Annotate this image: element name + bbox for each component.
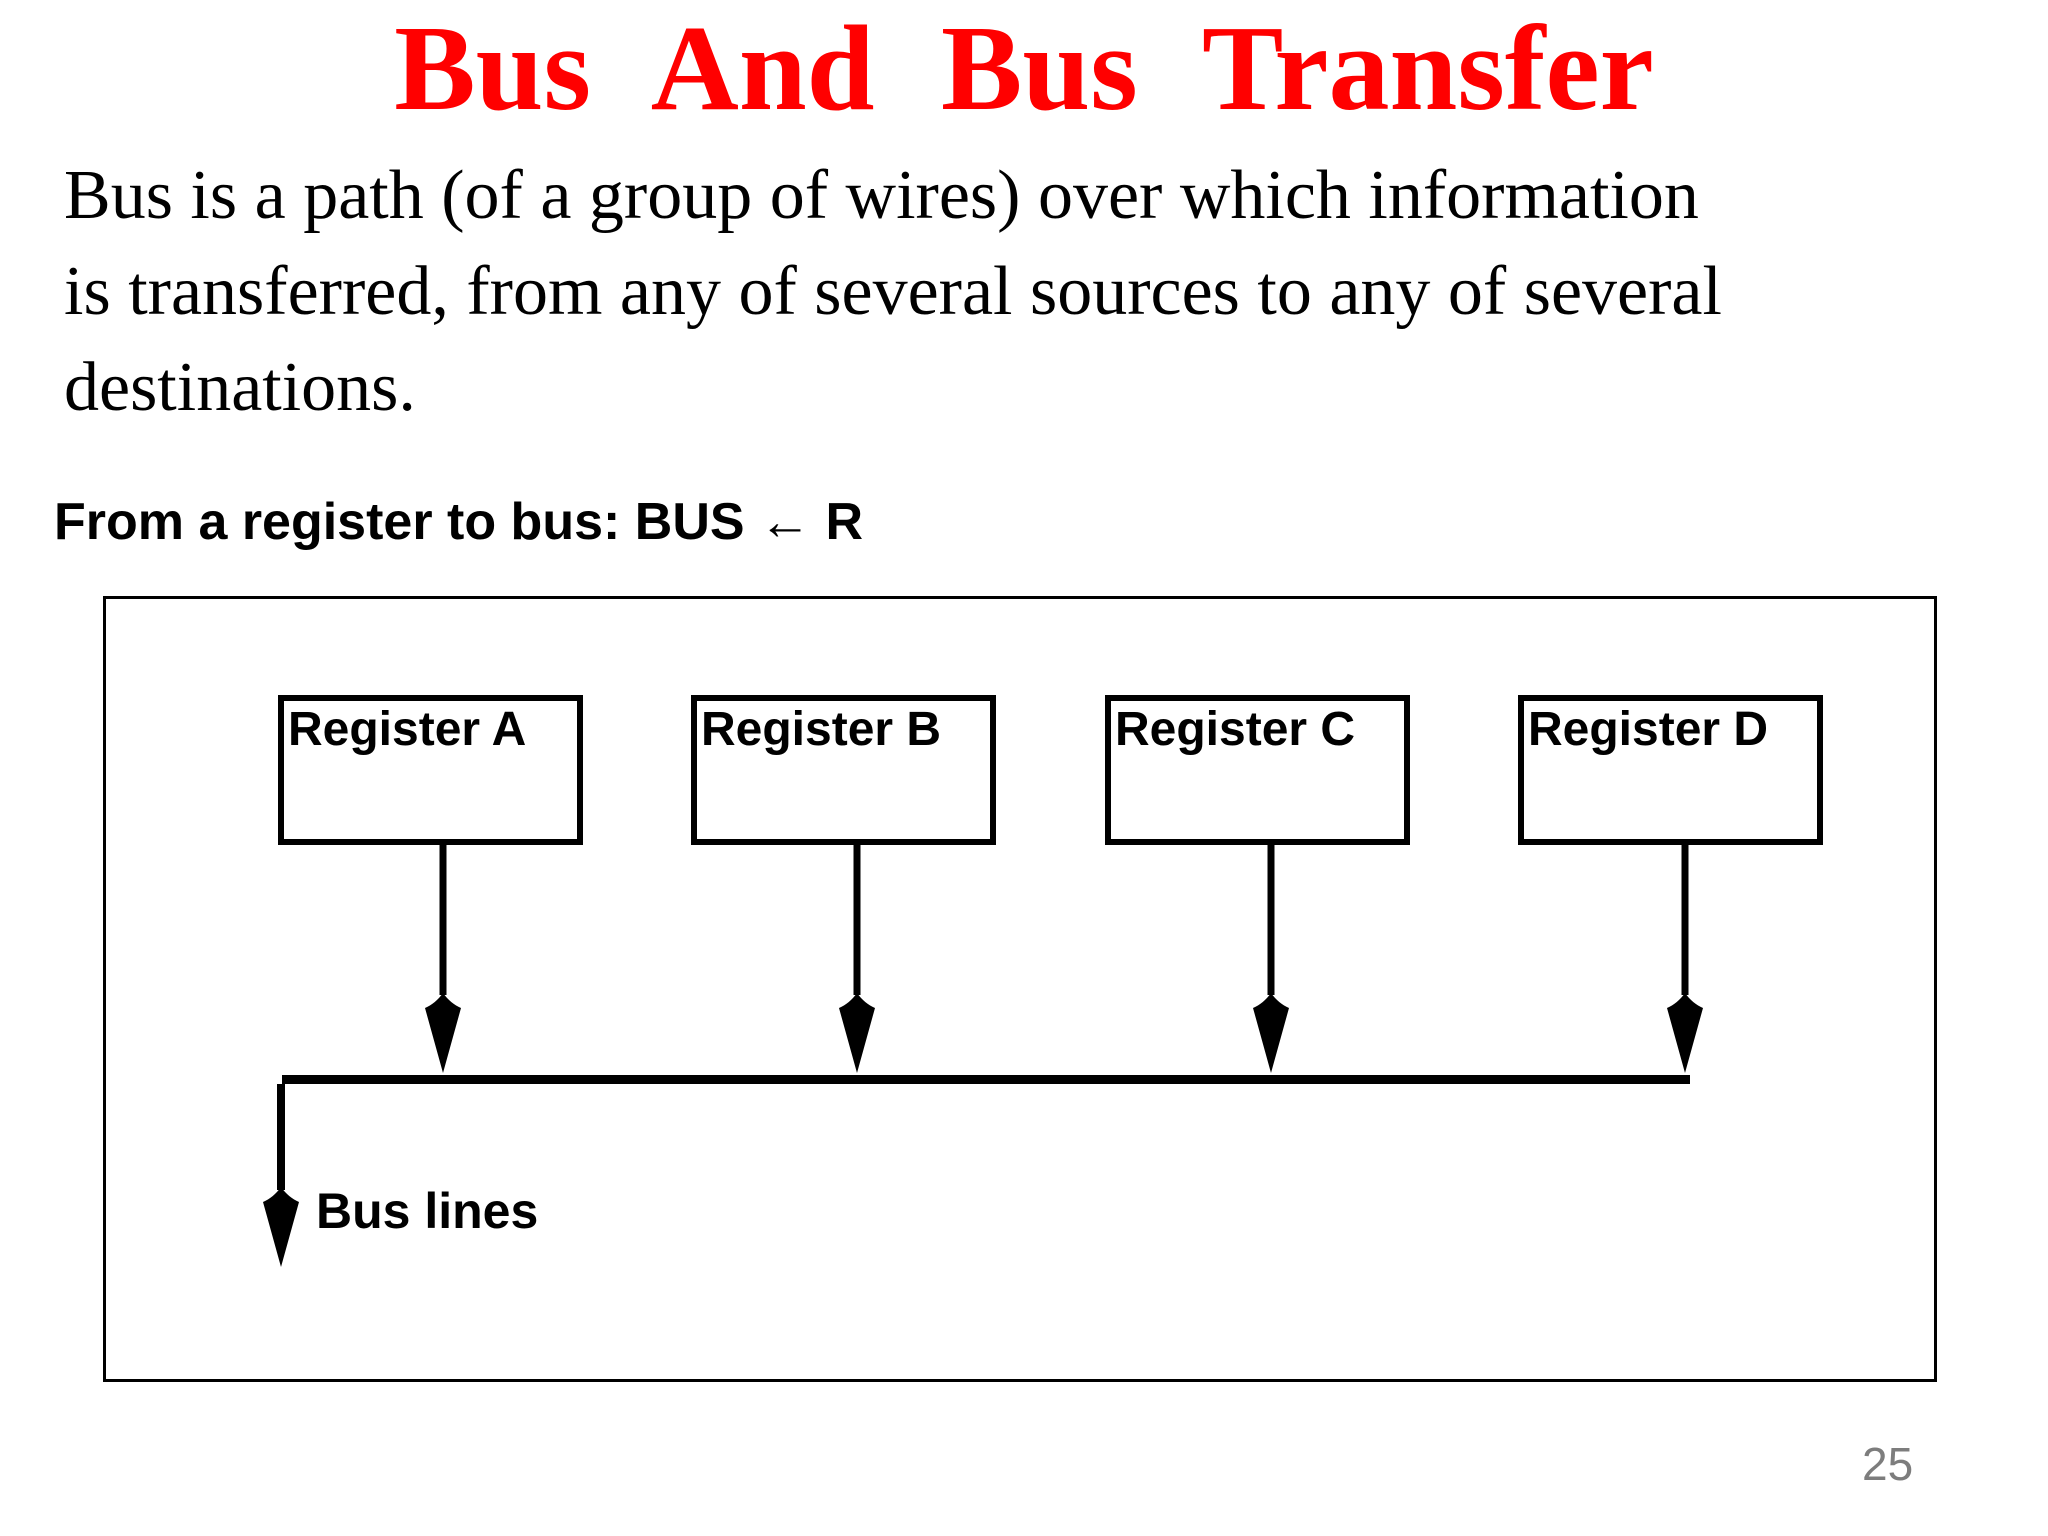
body-line: is transferred, from any of several sour… (64, 253, 1722, 330)
bus-line (282, 1075, 1690, 1084)
page-number: 25 (1862, 1438, 1914, 1490)
register-label: Register D (1528, 703, 1769, 756)
register-c-down-arrow-icon (1253, 845, 1289, 1073)
bus-lines-label: Bus lines (316, 1183, 539, 1239)
register-d-down-arrow-icon (1667, 845, 1703, 1073)
body-line: destinations. (64, 349, 416, 426)
register-box-a: Register A (278, 695, 583, 845)
register-label: Register A (288, 703, 527, 756)
register-box-b: Register B (691, 695, 996, 845)
subtitle-bus-statement: From a register to bus: BUS ← R (54, 493, 863, 551)
register-b-down-arrow-icon (839, 845, 875, 1073)
body-line: Bus is a path (of a group of wires) over… (64, 157, 1699, 234)
register-box-d: Register D (1518, 695, 1823, 845)
register-box-c: Register C (1105, 695, 1410, 845)
body-paragraph: Bus is a path (of a group of wires) over… (64, 148, 1994, 436)
register-label: Register B (701, 703, 942, 756)
bus-down-arrow-icon (263, 1084, 299, 1267)
slide-title: Bus And Bus Transfer (394, 1, 1654, 136)
register-a-down-arrow-icon (425, 845, 461, 1073)
register-label: Register C (1115, 703, 1356, 756)
